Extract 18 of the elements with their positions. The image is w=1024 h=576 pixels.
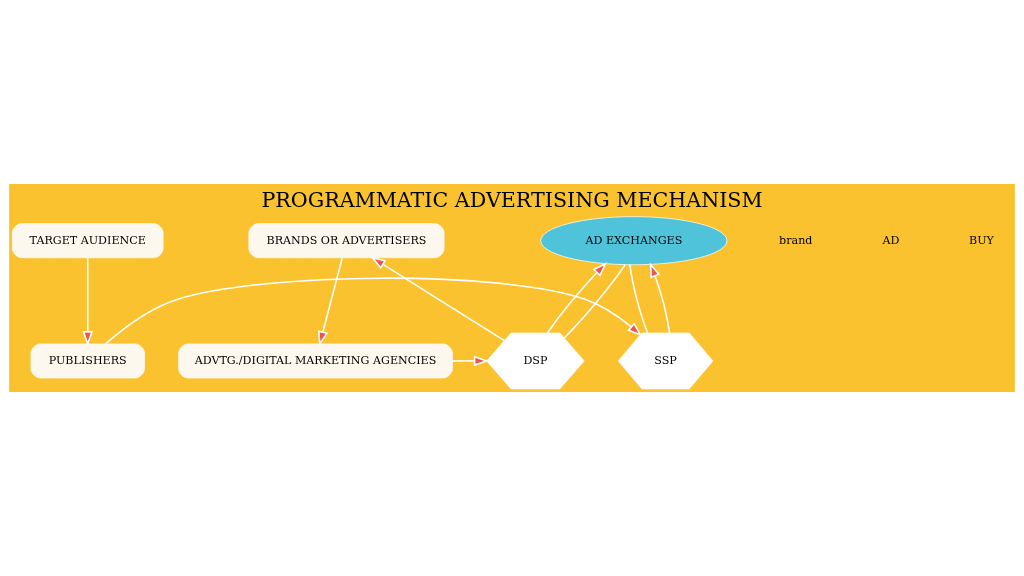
connector: [563, 264, 626, 339]
node-box: ADVTG./DIGITAL MARKETING AGENCIES: [178, 343, 453, 379]
diagram-title: PROGRAMMATIC ADVERTISING MECHANISM: [261, 187, 763, 212]
connector: [629, 264, 649, 334]
arrow: [649, 262, 671, 334]
node-ellipse: AD EXCHANGES: [540, 216, 728, 266]
arrow: [370, 256, 505, 342]
node-box: TARGET AUDIENCE: [11, 223, 164, 259]
node-box: PUBLISHERS: [30, 343, 145, 379]
arrow: [451, 355, 489, 367]
arrow: [82, 257, 93, 347]
label: AD: [882, 233, 900, 247]
arrow: [546, 262, 607, 334]
node-box: BRANDS OR ADVERTISERS: [248, 223, 445, 259]
label: brand: [779, 233, 813, 247]
arrow: [317, 257, 343, 347]
arrow: [105, 277, 643, 345]
label: BUY: [969, 233, 994, 247]
